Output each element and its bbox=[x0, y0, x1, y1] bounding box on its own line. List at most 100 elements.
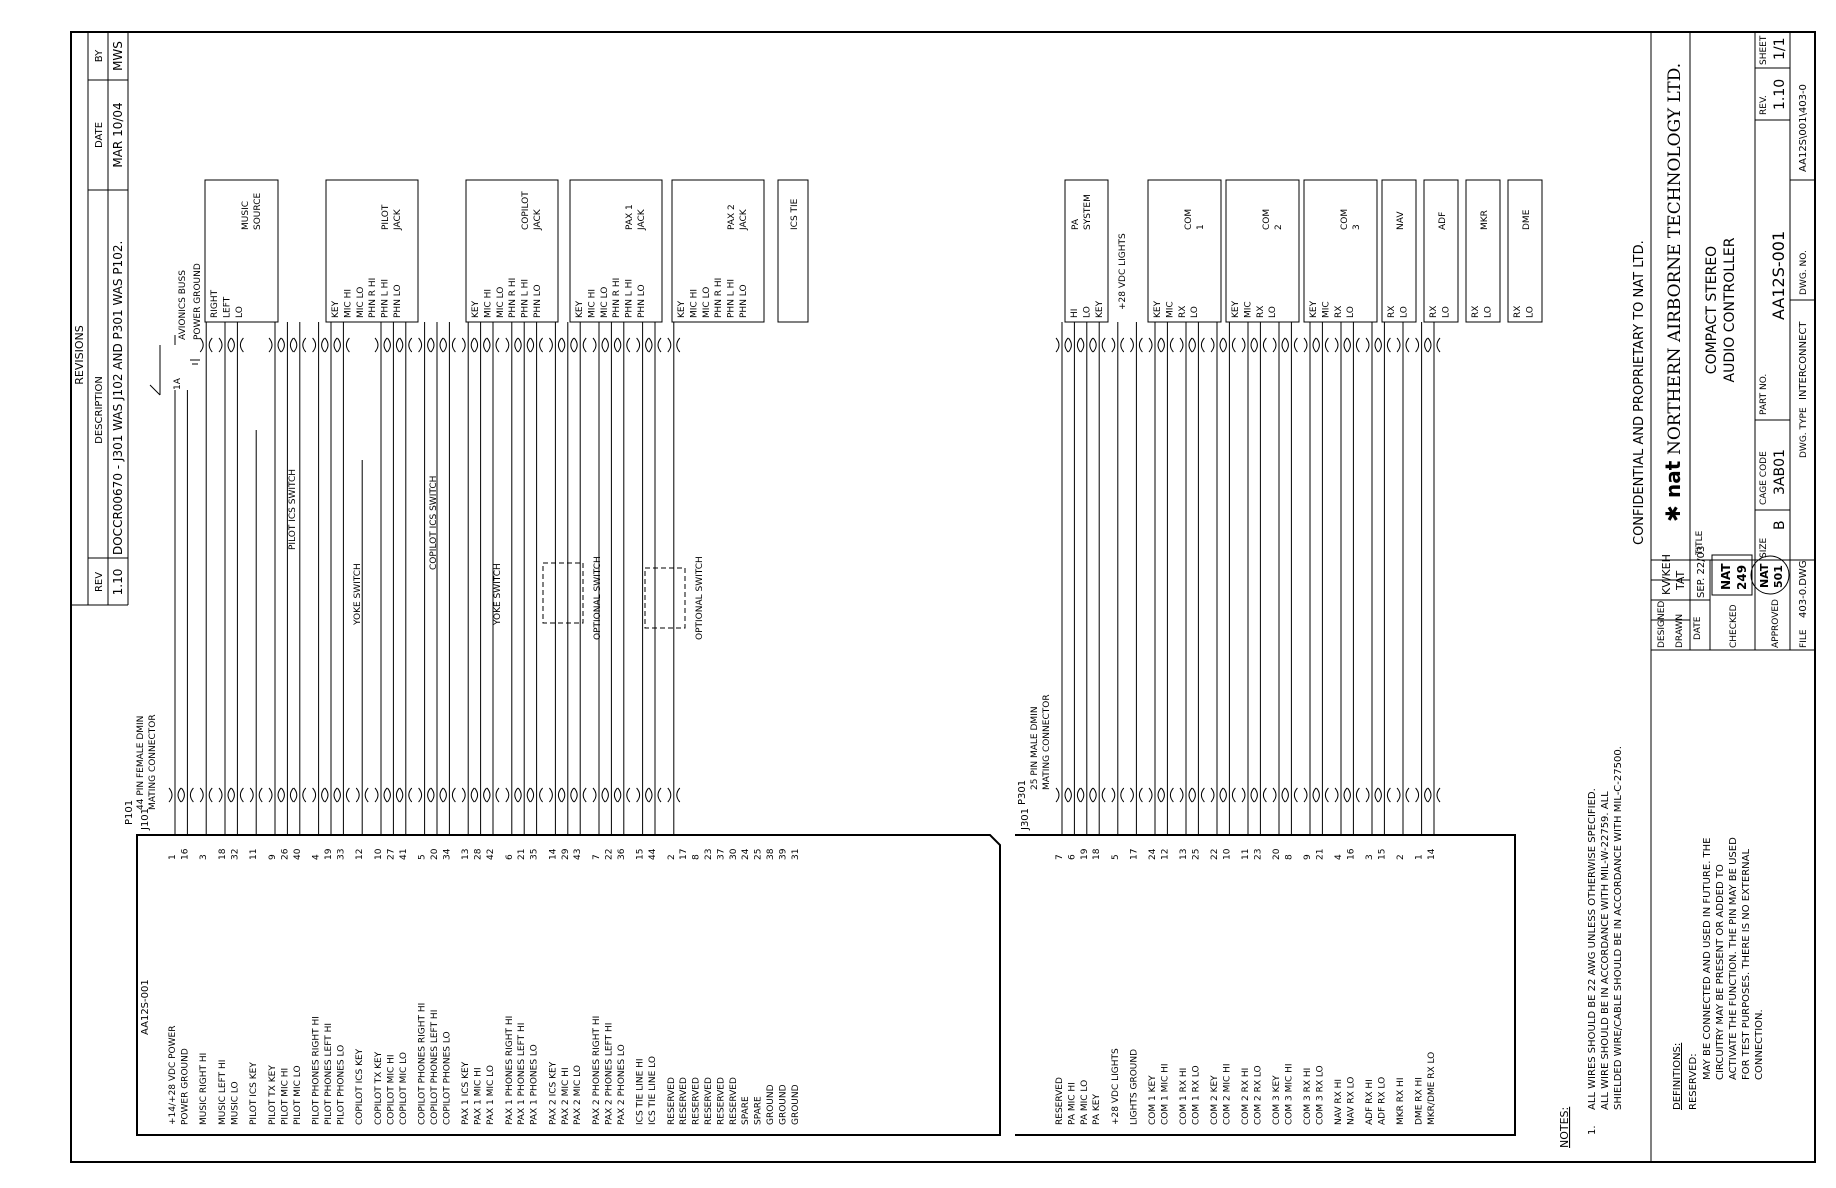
j301-signal-label: COM 2 RX LO bbox=[1253, 1065, 1263, 1125]
connector-contact bbox=[1188, 337, 1193, 353]
notes-section: NOTES: 1. ALL WIRES SHOULD BE 22 AWG UNL… bbox=[1558, 746, 1624, 1148]
connector-contact bbox=[1161, 787, 1165, 803]
adf-pin-label: RX bbox=[1429, 306, 1439, 318]
notes-number: 1. bbox=[1587, 1125, 1598, 1135]
j101-signal-label: PAX 1 ICS KEY bbox=[461, 1061, 471, 1125]
pax2-device-title: JACK bbox=[739, 208, 749, 231]
connector-contact bbox=[676, 337, 681, 353]
connector-contact bbox=[667, 787, 672, 803]
revision-description: DOCCR00670 - J301 WAS J102 AND P301 WAS … bbox=[111, 241, 125, 555]
music-device-title: MUSIC bbox=[241, 201, 251, 230]
connector-contact bbox=[1200, 787, 1205, 803]
ics-device-box bbox=[777, 179, 809, 323]
part-no-value: AA12S-001 bbox=[1769, 231, 1788, 320]
connector-contact bbox=[1424, 787, 1428, 803]
copilot-ics-switch-label: COPILOT ICS SWITCH bbox=[429, 476, 439, 570]
connector-contact bbox=[1101, 337, 1106, 353]
connector-contact bbox=[1281, 787, 1286, 803]
pilot-pin-label: MIC HI bbox=[343, 289, 353, 318]
connector-contact bbox=[1092, 787, 1097, 803]
j101-pin-number: 29 bbox=[561, 848, 571, 860]
connector-contact bbox=[561, 337, 566, 353]
com3-device-box bbox=[1303, 179, 1378, 323]
com3-pin-label: LO bbox=[1346, 306, 1356, 318]
connector-contact bbox=[1303, 787, 1308, 803]
drawn-value: TAT bbox=[1674, 570, 1687, 591]
com2-device-title: COM bbox=[1262, 209, 1272, 230]
connector-contact bbox=[549, 337, 553, 353]
j101-pin-number: 33 bbox=[336, 849, 346, 860]
com1-device-box bbox=[1147, 179, 1222, 323]
connector-contact bbox=[486, 337, 491, 353]
connector-contact bbox=[231, 787, 235, 803]
connector-contact bbox=[258, 787, 263, 803]
connector-contact bbox=[1396, 337, 1401, 353]
connector-contact bbox=[483, 337, 487, 353]
j301-pin-number: 13 bbox=[1179, 849, 1189, 860]
checked-stamp bbox=[1711, 554, 1753, 596]
connector-contact bbox=[1192, 787, 1196, 803]
j101-pin-number: 1 bbox=[168, 854, 178, 860]
connector-contact bbox=[395, 787, 400, 803]
j101-pin-number: 40 bbox=[293, 848, 303, 860]
pax1-device-box bbox=[569, 179, 663, 323]
j101-label: J101 bbox=[140, 808, 151, 831]
j101-pin-number: 16 bbox=[180, 848, 190, 860]
lights-label: +28 VDC LIGHTS bbox=[1118, 233, 1128, 310]
pax2-pin-label: PHN LO bbox=[739, 284, 749, 318]
com3-pin-label: RX bbox=[1334, 306, 1344, 318]
connector-contact bbox=[1138, 337, 1143, 353]
sheet-border bbox=[70, 31, 1816, 1163]
j101-unit-label: AA12S-001 bbox=[140, 979, 151, 1035]
connector-contact bbox=[324, 787, 329, 803]
wires bbox=[168, 322, 1441, 835]
approved-stamp bbox=[1750, 555, 1790, 595]
j101-pin-number: 18 bbox=[218, 848, 228, 860]
connector-contact bbox=[1080, 787, 1085, 803]
connector-contact bbox=[321, 787, 325, 803]
connector-contact bbox=[1250, 787, 1255, 803]
connector-contact bbox=[1272, 337, 1277, 353]
confidential-notice: CONFIDENTIAL AND PROPRIETARY TO NAT LTD. bbox=[1632, 240, 1647, 545]
music-pin-label: LEFT bbox=[222, 296, 232, 318]
connector-contact bbox=[439, 337, 444, 353]
j101-pin-number: 10 bbox=[374, 848, 384, 860]
j101-pin-number: 22 bbox=[604, 849, 614, 860]
j301-pin-number: 25 bbox=[1191, 849, 1201, 860]
com1-pin-label: KEY bbox=[1153, 300, 1163, 318]
connector-contact bbox=[461, 337, 466, 353]
j101-pin-number: 43 bbox=[573, 849, 583, 860]
connector-contact bbox=[626, 787, 631, 803]
j301-pin-number: 20 bbox=[1272, 848, 1282, 860]
com1-device-title: COM bbox=[1184, 209, 1194, 230]
connector-contact bbox=[1262, 787, 1267, 803]
connector-contact bbox=[582, 787, 587, 803]
j101-pin-number: 42 bbox=[486, 849, 496, 860]
pax1-pin-label: MIC LO bbox=[600, 287, 610, 318]
drawing-title-line-2: AUDIO CONTROLLER bbox=[1722, 237, 1738, 382]
connector-contact bbox=[1378, 337, 1382, 353]
connector-contact bbox=[451, 337, 456, 353]
connector-contact bbox=[268, 337, 273, 353]
j301-pin-number: 24 bbox=[1148, 848, 1158, 860]
j301-pin-number: 21 bbox=[1315, 849, 1325, 860]
connector-contact bbox=[505, 337, 510, 353]
j101-signal-label: PAX 1 PHONES RIGHT HI bbox=[505, 1016, 515, 1125]
j301-signal-label: COM 3 RX HI bbox=[1303, 1068, 1313, 1125]
j101-signal-label: PILOT ICS KEY bbox=[249, 1062, 259, 1125]
j101-signal-label: RESERVED bbox=[679, 1077, 689, 1125]
j101-pin-number: 2 bbox=[667, 854, 677, 860]
copilot-device-title: JACK bbox=[533, 208, 543, 231]
j301-pin-number: 1 bbox=[1415, 854, 1425, 860]
avionics-buss-label: AVIONICS BUSS bbox=[178, 270, 188, 340]
j301-pin-number: 4 bbox=[1334, 854, 1344, 860]
connector-contact bbox=[530, 787, 535, 803]
connector-contact bbox=[312, 787, 317, 803]
j301-pin-number: 23 bbox=[1253, 849, 1263, 860]
connector-contact bbox=[1179, 787, 1184, 803]
j101-signal-label: MUSIC LO bbox=[230, 1081, 240, 1125]
connector-contact bbox=[470, 337, 475, 353]
connector-contact bbox=[374, 787, 379, 803]
